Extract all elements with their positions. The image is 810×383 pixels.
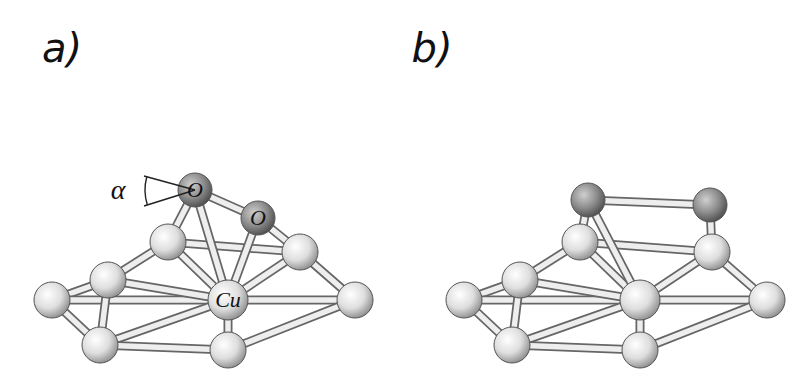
cu-atom [446, 282, 482, 318]
bond-stick [168, 242, 300, 252]
bond-stick [512, 345, 640, 350]
atom-label: Cu [215, 289, 241, 311]
cu-atom [210, 332, 246, 368]
bond-stick [580, 242, 712, 252]
cu-atom [502, 262, 538, 298]
cu-atom [694, 234, 730, 270]
cu-atom [282, 234, 318, 270]
cu-atom [622, 332, 658, 368]
panel-label: b) [412, 28, 453, 68]
angle-symbol: α [111, 176, 126, 204]
cu-atom [494, 327, 530, 363]
bond-stick [100, 345, 228, 350]
cu-atom [749, 282, 785, 318]
bond-stick [100, 345, 228, 350]
o-atom [178, 173, 212, 207]
o-atom [571, 183, 605, 217]
panel-label: a) [42, 28, 82, 68]
o-atom [241, 201, 275, 235]
cu-atom [337, 282, 373, 318]
atom-label: O [187, 179, 203, 201]
bond-stick [588, 200, 710, 205]
bond-stick [168, 242, 300, 252]
cu-atom [82, 327, 118, 363]
cu-atom [150, 224, 186, 260]
cu-atom [208, 280, 248, 320]
cu-atom [562, 224, 598, 260]
bond-stick [512, 345, 640, 350]
atom-label: O [250, 207, 266, 229]
bond-stick [588, 200, 710, 205]
angle-arc [145, 177, 147, 205]
cu-atom [90, 262, 126, 298]
bond-stick [580, 242, 712, 252]
cu-atom [620, 280, 660, 320]
cu-atom [34, 282, 70, 318]
o-atom [693, 188, 727, 222]
